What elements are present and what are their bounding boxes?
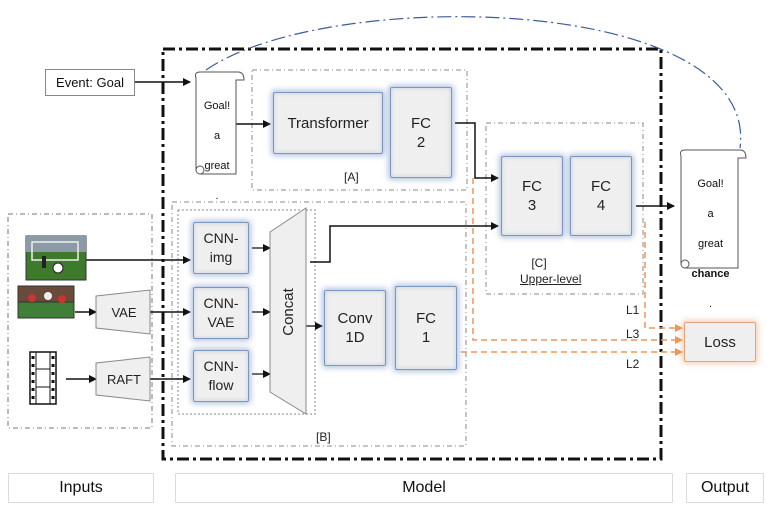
group-b-label: [B] [316,430,331,444]
inputs-frame [7,213,153,429]
model-frame [161,47,663,461]
output-caption: Goal! a great chance . . [683,162,738,340]
input-caption-line1: Goal! [203,100,231,112]
loop-path [205,16,742,149]
vae-label: VAE [111,305,137,320]
output-caption-line2: a [707,208,714,220]
film-strip-icon [29,351,57,405]
output-caption-line4: chance [691,268,730,280]
concat-block-shape [269,207,307,415]
footer-output: Output [686,473,764,503]
fc1-block: FC 1 [395,286,457,370]
loss-path-l3 [472,178,683,344]
output-caption-line1: Goal! [697,178,724,190]
vae-block-shape [95,289,151,335]
fc2-block: FC 2 [390,87,452,178]
video-frames-thumbnail [17,285,75,319]
cnn-vae-block: CNN- VAE [193,287,249,339]
input-caption: Goal! a great . . [198,84,236,232]
footer-inputs: Inputs [8,473,154,503]
fc3-block: FC 3 [501,156,563,236]
group-c-frame [485,122,644,295]
output-caption-line5: . [708,298,713,310]
group-c-sublabel: Upper-level [520,272,582,286]
raft-block-shape [95,356,151,402]
raft-label: RAFT [107,372,141,387]
loss-path-l1 [644,222,683,332]
loss-label-l1: L1 [626,303,640,317]
group-c-label: [C] [531,256,547,270]
arrow-concat-fc3 [310,222,499,263]
transformer-block: Transformer [273,92,383,154]
conv1d-block: Conv 1D [324,290,386,366]
cnn-flow-block: CNN- flow [193,350,249,402]
loss-label-l2: L2 [626,357,640,371]
output-caption-line3: great [697,238,724,250]
group-a-label: [A] [344,170,359,184]
concat-label: Concat [280,288,297,336]
footer-model: Model [175,473,673,503]
cnn-img-block: CNN- img [193,222,249,274]
soccer-image-thumbnail [25,235,87,281]
input-caption-line4: . [215,190,219,202]
arrow-fc2-fc3 [455,122,499,182]
loss-block: Loss [684,322,756,362]
event-label: Event: Goal [45,69,135,96]
fc4-block: FC 4 [570,156,632,236]
loss-label-l3: L3 [626,327,640,341]
input-caption-line2: a [213,130,221,142]
group-b-frame [171,201,467,447]
input-caption-line3: great [204,160,230,172]
